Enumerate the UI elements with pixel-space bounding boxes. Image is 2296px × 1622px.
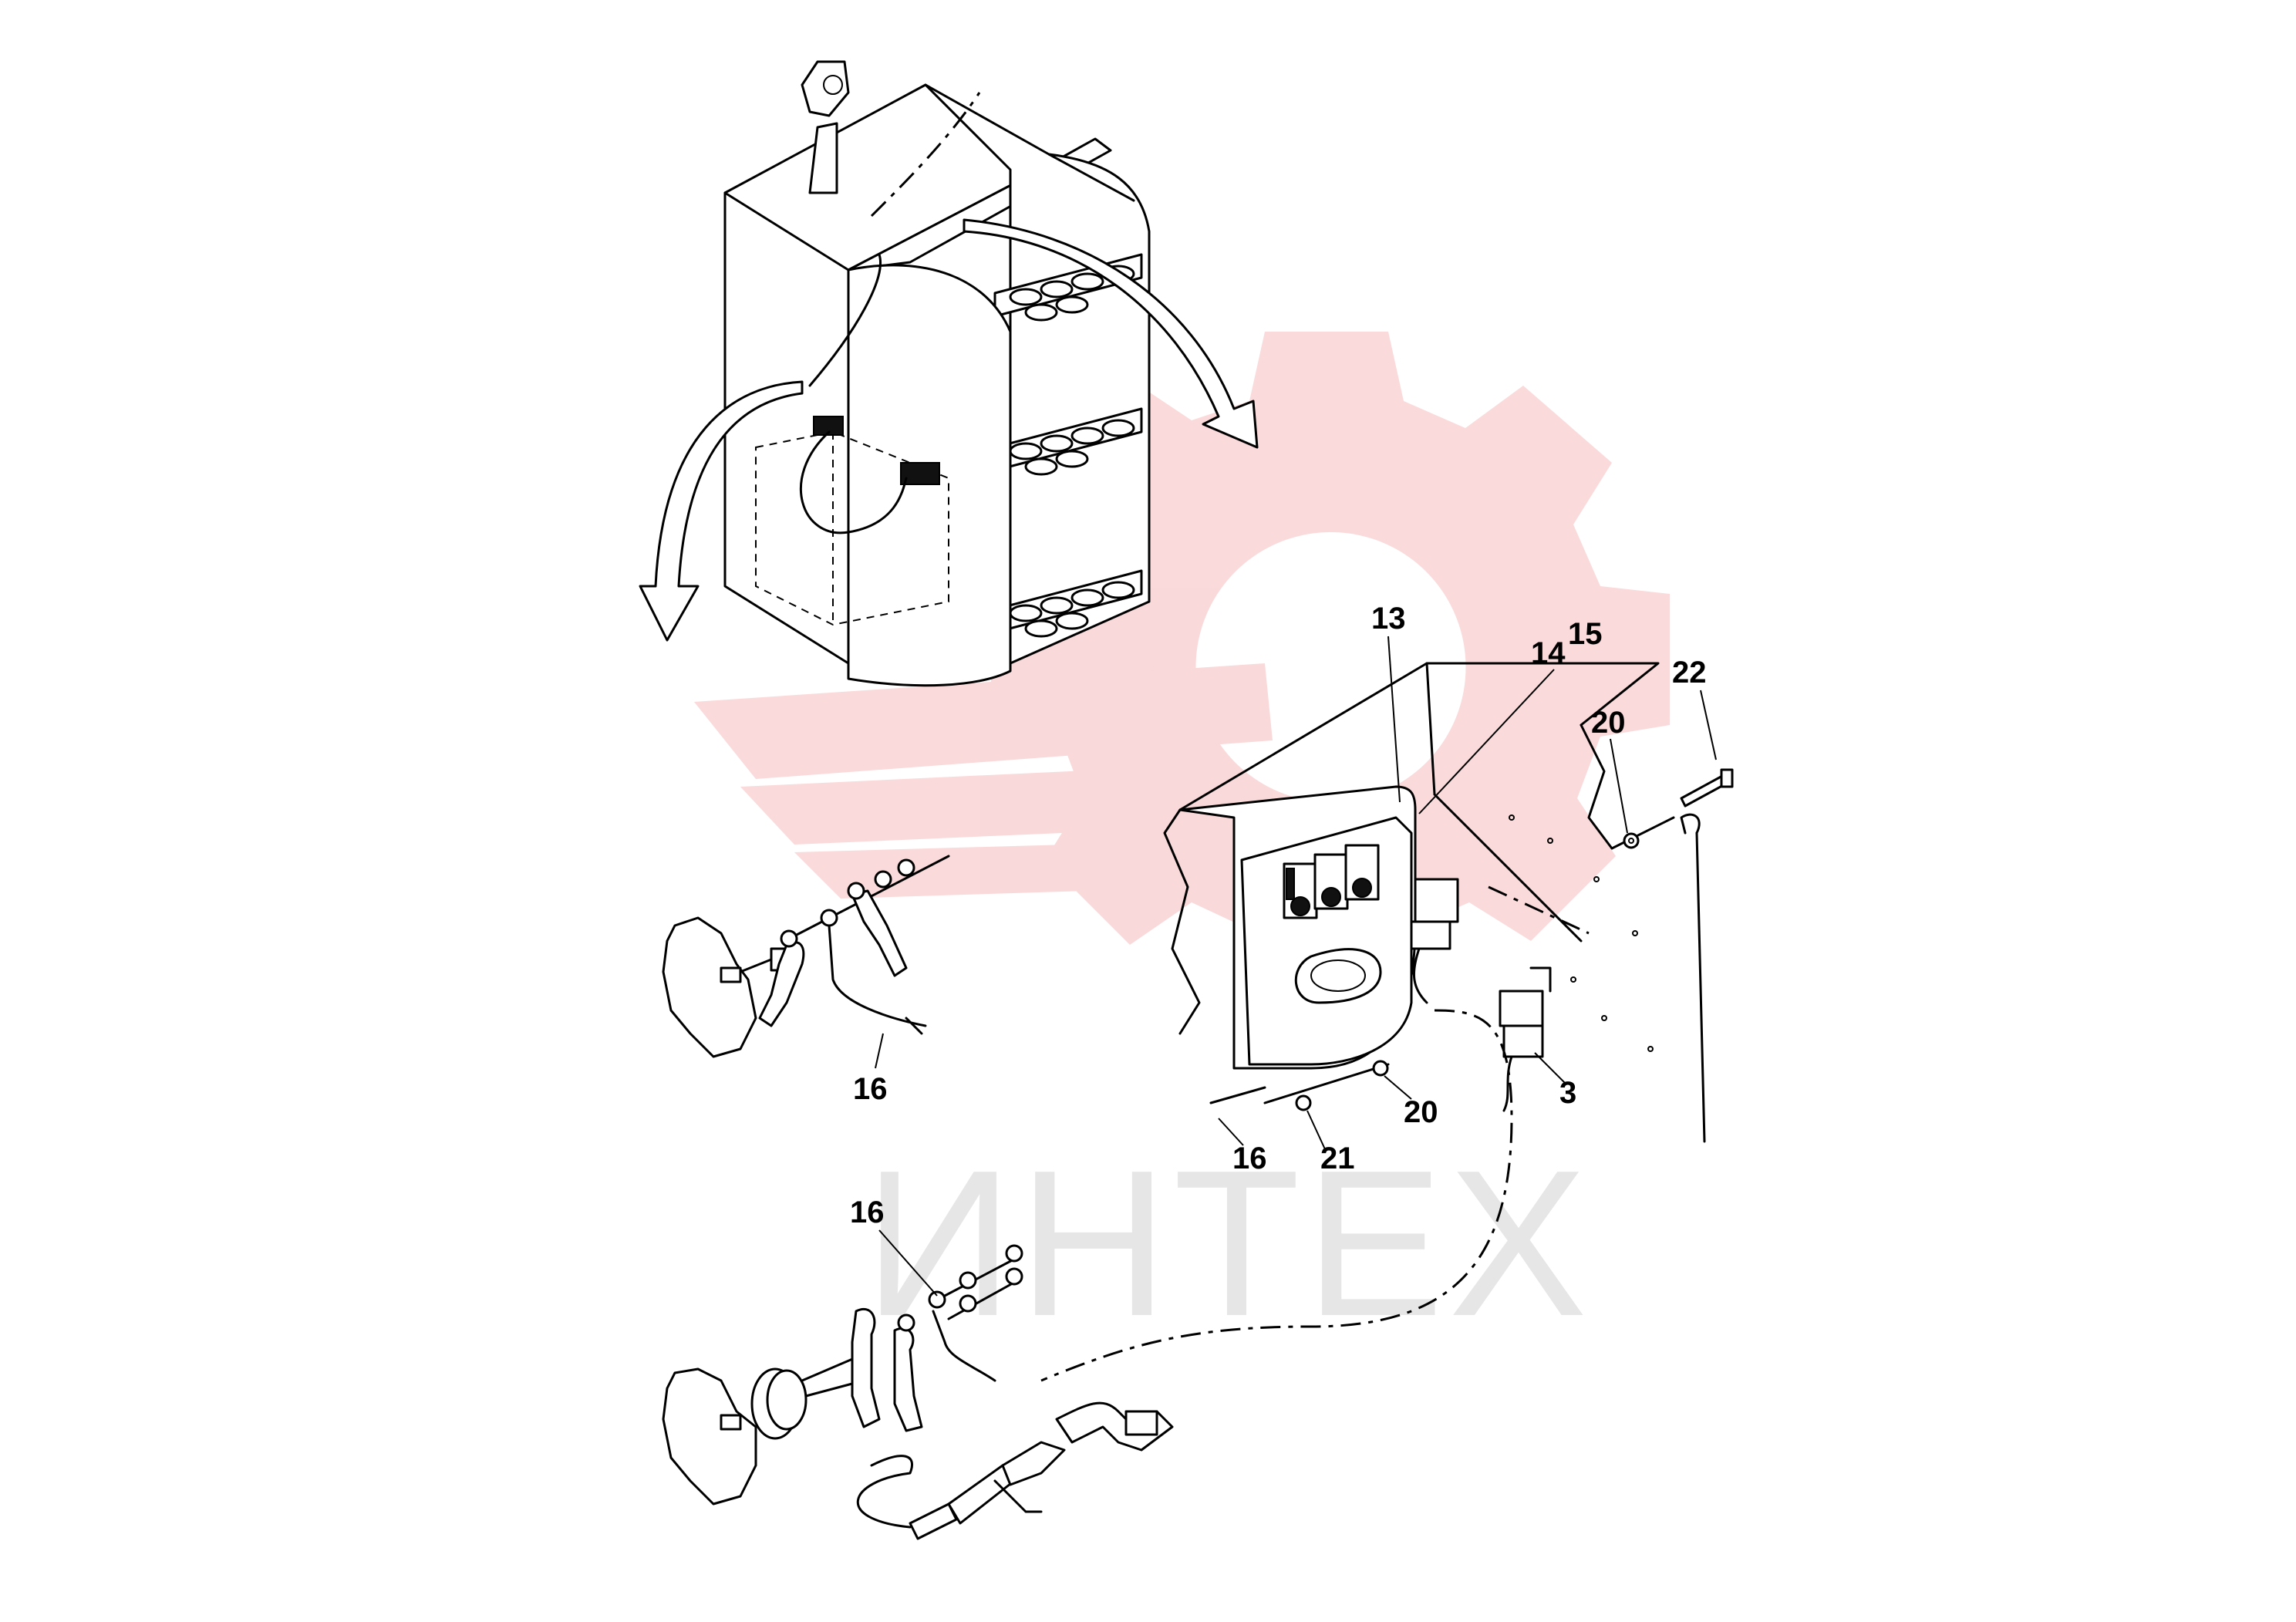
callout-14: 14	[1531, 636, 1566, 670]
battery-shelf-middle	[993, 407, 1143, 476]
callout-3: 3	[1559, 1076, 1576, 1110]
terminal-knob-assembly-upper	[662, 855, 950, 1058]
contactor-block	[1283, 844, 1380, 919]
callout-22: 22	[1672, 656, 1707, 690]
callout-21: 21	[1320, 1141, 1355, 1175]
callout-15: 15	[1568, 617, 1603, 651]
rotation-arrow-right	[963, 218, 1259, 449]
callout-20-top: 20	[1591, 706, 1626, 740]
battery-compartment	[639, 60, 1259, 687]
callout-13: 13	[1371, 602, 1406, 636]
callout-16-bottom: 16	[1232, 1141, 1267, 1175]
callout-16-lower: 16	[850, 1195, 885, 1229]
rotation-arrow-left	[639, 380, 804, 642]
terminal-knob-assembly-lower	[662, 1244, 1174, 1540]
callouts: 13 15 14 22 20 16 20 3 16 21 16	[850, 602, 1717, 1297]
callout-16-left: 16	[853, 1072, 888, 1106]
watermark-text: ИНТЕХ	[864, 1128, 1592, 1360]
swoosh-bars	[694, 663, 1273, 899]
callout-20-bottom: 20	[1404, 1095, 1438, 1129]
gear-icon	[991, 332, 1670, 999]
watermark-logo: ИНТЕХ	[694, 332, 1670, 1360]
switch-panel-assembly	[1040, 662, 1734, 1382]
battery-shelf-bottom	[993, 569, 1143, 638]
